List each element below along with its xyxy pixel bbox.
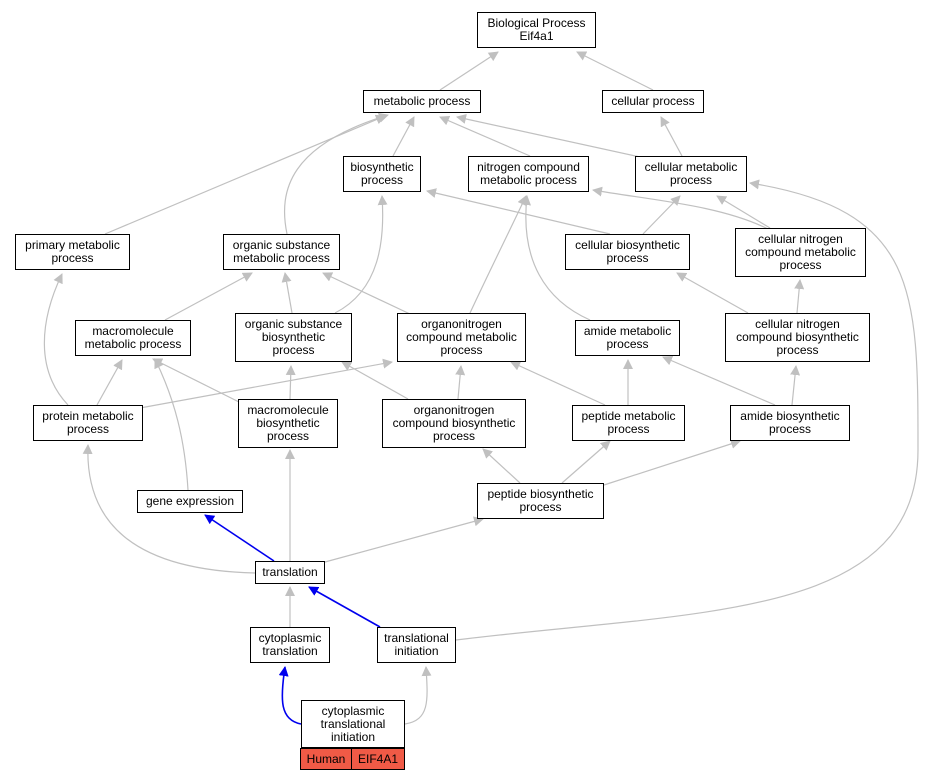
node-cellnitro[interactable]: cellular nitrogen compound metabolic pro… bbox=[735, 228, 866, 277]
edge-peptmetab-to-organonitro bbox=[510, 361, 606, 406]
edge-peptbio-to-amidebio bbox=[603, 439, 741, 486]
edge-amidebio-to-amidemetab bbox=[662, 355, 776, 406]
edge-macrobio-to-macromol bbox=[152, 358, 246, 406]
node-cellbio[interactable]: cellular biosynthetic process bbox=[565, 234, 690, 270]
node-cytotrans[interactable]: cytoplasmic translation bbox=[250, 627, 330, 663]
node-macrobio[interactable]: macromolecule biosynthetic process bbox=[238, 399, 338, 448]
edge-macrobio-to-orgsubbio bbox=[285, 365, 296, 400]
edge-organonitro-to-nitrogen bbox=[469, 195, 527, 314]
node-protmetab[interactable]: protein metabolic process bbox=[33, 405, 143, 441]
edge-peptbio-to-peptmetab bbox=[561, 440, 611, 484]
edge-cellmetab-to-cellular bbox=[660, 116, 683, 157]
edge-cellnitrobio-to-cellbio bbox=[676, 272, 749, 314]
edge-translation-to-peptbio bbox=[324, 516, 484, 563]
node-cellmetab[interactable]: cellular metabolic process bbox=[635, 156, 747, 192]
edge-cellbio-to-cellmetab bbox=[642, 195, 681, 235]
edge-cellmetab-to-metabolic bbox=[456, 114, 641, 158]
node-primary[interactable]: primary metabolic process bbox=[15, 234, 130, 270]
edge-amidemetab-to-nitrogen bbox=[521, 195, 591, 321]
edge-protmetab-to-primary bbox=[43, 273, 69, 406]
edge-protmetab-to-macromol bbox=[96, 359, 123, 406]
node-cytotransinit[interactable]: cytoplasmic translational initiation bbox=[301, 700, 405, 748]
edge-amidebio-to-cellnitrobio bbox=[790, 365, 801, 406]
species-tag: Human bbox=[300, 748, 352, 770]
node-geneexp[interactable]: gene expression bbox=[137, 490, 243, 513]
annotation-tags: Human EIF4A1 bbox=[300, 748, 405, 770]
edge-cytotransinit-to-cytotrans bbox=[278, 666, 302, 725]
edge-translation-to-geneexp bbox=[204, 514, 275, 562]
edge-nitrogen-to-metabolic bbox=[439, 115, 531, 157]
edge-organonitrobio-to-orgsubbio bbox=[341, 361, 409, 400]
node-cellular[interactable]: cellular process bbox=[602, 90, 704, 113]
node-orgsubbio[interactable]: organic substance biosynthetic process bbox=[235, 313, 352, 362]
edge-orgsubbio-to-biosynthetic bbox=[334, 195, 388, 314]
node-peptbio[interactable]: peptide biosynthetic process bbox=[477, 483, 604, 519]
edge-peptbio-to-organonitrobio bbox=[482, 448, 521, 484]
node-amidemetab[interactable]: amide metabolic process bbox=[575, 320, 680, 356]
edge-organonitrobio-to-organonitro bbox=[455, 365, 466, 400]
edge-biosynthetic-to-metabolic bbox=[392, 116, 415, 157]
edge-transinit-to-translation bbox=[308, 586, 381, 628]
node-metabolic[interactable]: metabolic process bbox=[363, 90, 481, 113]
edge-macromol-to-orgsub bbox=[164, 272, 253, 321]
node-biosynthetic[interactable]: biosynthetic process bbox=[343, 156, 421, 192]
edge-orgsub-to-metabolic bbox=[284, 112, 389, 235]
node-cellnitrobio[interactable]: cellular nitrogen compound biosynthetic … bbox=[725, 313, 870, 362]
node-organonitro[interactable]: organonitrogen compound metabolic proces… bbox=[397, 313, 526, 362]
edge-cellnitro-to-nitrogen bbox=[592, 186, 769, 230]
edge-cellnitrobio-to-cellnitro bbox=[794, 279, 805, 314]
edge-cellular-to-bp bbox=[576, 51, 654, 91]
edge-cellnitro-to-cellmetab bbox=[716, 195, 771, 229]
node-orgsub[interactable]: organic substance metabolic process bbox=[223, 234, 340, 270]
node-transinit[interactable]: translational initiation bbox=[377, 627, 456, 663]
edge-organonitro-to-orgsub bbox=[322, 272, 411, 315]
node-peptmetab[interactable]: peptide metabolic process bbox=[572, 405, 685, 441]
node-bp[interactable]: Biological Process Eif4a1 bbox=[477, 12, 596, 48]
node-translation[interactable]: translation bbox=[255, 561, 325, 584]
node-nitrogen[interactable]: nitrogen compound metabolic process bbox=[468, 156, 589, 192]
node-organonitrobio[interactable]: organonitrogen compound biosynthetic pro… bbox=[382, 399, 526, 448]
node-amidebio[interactable]: amide biosynthetic process bbox=[730, 405, 850, 441]
edge-transinit-to-cellmetab bbox=[455, 179, 919, 641]
node-macromol[interactable]: macromolecule metabolic process bbox=[75, 320, 191, 356]
gene-tag: EIF4A1 bbox=[352, 748, 405, 770]
edge-translation-to-protmetab bbox=[82, 444, 256, 574]
edge-orgsubbio-to-orgsub bbox=[281, 272, 293, 314]
edge-cytotransinit-to-transinit bbox=[404, 666, 432, 725]
edge-metabolic-to-bp bbox=[439, 51, 499, 91]
edge-geneexp-to-macromol bbox=[154, 358, 189, 491]
